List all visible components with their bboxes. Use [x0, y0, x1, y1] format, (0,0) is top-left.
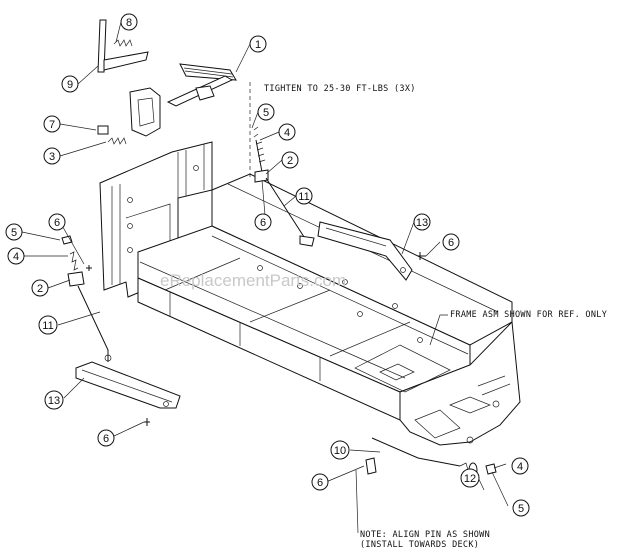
- callout-6-right[interactable]: 6: [442, 233, 460, 251]
- callout-11-left[interactable]: 11: [38, 315, 58, 335]
- callout-10[interactable]: 10: [330, 440, 350, 460]
- callout-8[interactable]: 8: [120, 13, 138, 31]
- callout-5-left-label: 5: [11, 227, 17, 239]
- callout-6-upper-label: 6: [260, 217, 266, 229]
- callout-1[interactable]: 1: [249, 35, 267, 53]
- watermark: eReplacementParts.com: [160, 271, 346, 290]
- brake-rod-upper: [249, 82, 315, 247]
- callout-4-rear-label: 4: [517, 461, 523, 473]
- callout-5-upper-label: 5: [263, 107, 269, 119]
- callout-5-left[interactable]: 5: [5, 223, 23, 241]
- callout-1-label: 1: [255, 39, 261, 51]
- callout-7-label: 7: [49, 119, 55, 131]
- callout-6-lower-left-label: 6: [103, 433, 109, 445]
- frame-assembly: [99, 141, 521, 446]
- callout-leaders: [21, 21, 509, 507]
- callout-4-left[interactable]: 4: [7, 247, 25, 265]
- callout-13-upper-label: 13: [416, 217, 428, 229]
- callout-11-upper-label: 11: [298, 191, 309, 203]
- callout-6-right-label: 6: [448, 237, 454, 249]
- pedal-bracket: [129, 87, 161, 137]
- callout-6-lower-left[interactable]: 6: [97, 429, 115, 447]
- callout-3-label: 3: [49, 151, 55, 163]
- callout-4-rear[interactable]: 4: [511, 457, 529, 475]
- callout-2-upper[interactable]: 2: [281, 151, 299, 169]
- callout-2-left-label: 2: [37, 283, 43, 295]
- align-note-line1: NOTE: ALIGN PIN AS SHOWN: [360, 530, 490, 540]
- callout-6-rear-label: 6: [317, 477, 323, 489]
- callout-4-left-label: 4: [13, 251, 19, 263]
- callout-6-rear[interactable]: 6: [311, 473, 329, 491]
- callout-13-left-label: 13: [48, 395, 60, 407]
- frame-note: FRAME ASM SHOWN FOR REF. ONLY: [450, 310, 607, 320]
- callout-9-label: 9: [67, 79, 73, 91]
- callout-11-upper[interactable]: 11: [295, 187, 313, 205]
- callout-2-left[interactable]: 2: [31, 279, 49, 297]
- deck-hanger-left: [75, 361, 181, 426]
- callout-5-rear-label: 5: [518, 503, 524, 515]
- brake-pedal-assembly: [97, 19, 237, 145]
- callout-5-rear[interactable]: 5: [512, 499, 530, 517]
- callout-10-label: 10: [334, 445, 346, 457]
- callout-4-upper[interactable]: 4: [278, 123, 296, 141]
- pedal-pad: [179, 63, 237, 81]
- callout-9[interactable]: 9: [61, 75, 79, 93]
- callout-5-upper[interactable]: 5: [257, 103, 275, 121]
- deck-hanger-right: [317, 221, 426, 281]
- torque-note: TIGHTEN TO 25-30 FT-LBS (3X): [264, 84, 416, 94]
- callout-4-upper-label: 4: [284, 127, 290, 139]
- align-note-line2: (INSTALL TOWARDS DECK): [360, 540, 479, 550]
- callout-13-upper[interactable]: 13: [413, 213, 431, 231]
- callout-13-left[interactable]: 13: [44, 390, 64, 410]
- callout-6-left-label: 6: [54, 217, 60, 229]
- callout-3[interactable]: 3: [43, 147, 61, 165]
- callout-7[interactable]: 7: [43, 115, 61, 133]
- callout-12[interactable]: 12: [460, 468, 480, 488]
- callout-6-upper[interactable]: 6: [254, 213, 272, 231]
- brake-rod-left: [61, 235, 112, 362]
- callout-6-left[interactable]: 6: [48, 213, 66, 231]
- callout-8-label: 8: [126, 17, 132, 29]
- callout-11-left-label: 11: [42, 320, 53, 332]
- callout-2-upper-label: 2: [287, 155, 293, 167]
- callout-12-label: 12: [464, 473, 476, 485]
